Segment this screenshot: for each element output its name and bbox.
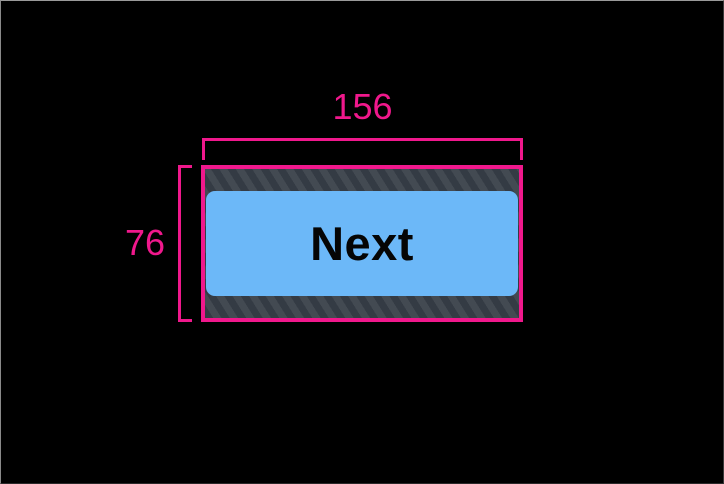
height-dimension-label: 76	[124, 222, 165, 263]
element-highlight-rect	[201, 165, 523, 322]
width-dimension-bracket	[202, 138, 523, 160]
next-button-label: Next	[310, 217, 414, 270]
width-dimension-label: 156	[332, 86, 393, 127]
next-button[interactable]: Next	[206, 191, 518, 296]
height-dimension-bracket	[178, 165, 192, 322]
